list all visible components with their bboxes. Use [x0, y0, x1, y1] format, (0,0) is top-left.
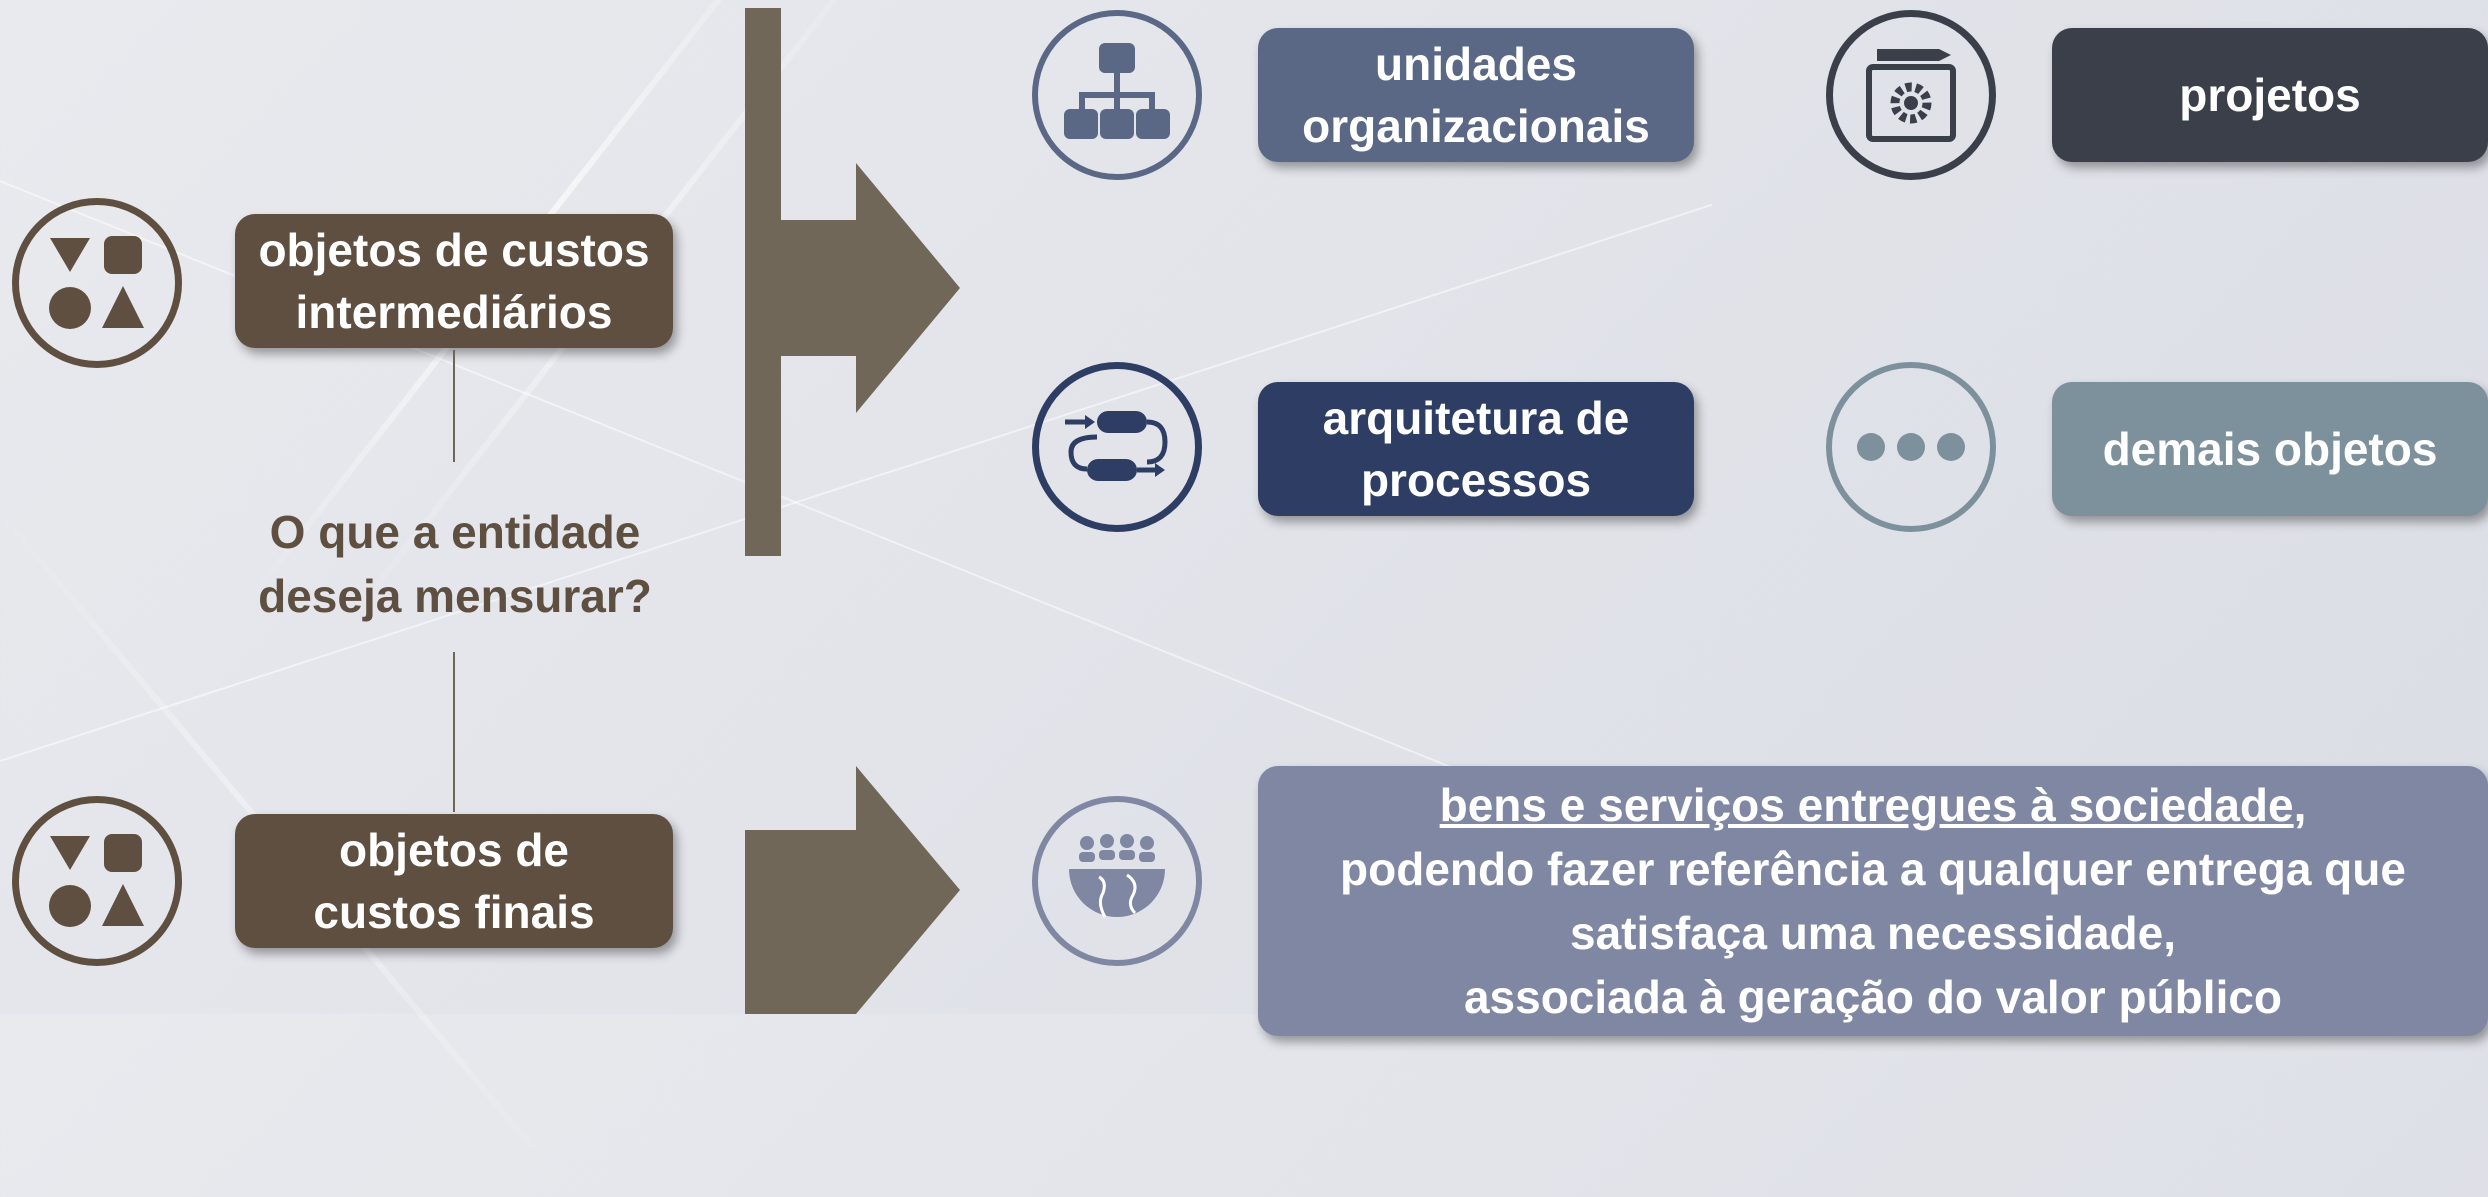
- society-globe-icon: [1032, 796, 1202, 966]
- final-arrow: [745, 766, 960, 1014]
- branch-arrow: [745, 8, 960, 556]
- other-objects-box: demais objetos: [2052, 382, 2488, 516]
- final-deliverables-box: bens e serviços entregues à sociedade, p…: [1258, 766, 2488, 1036]
- org-chart-icon: [1032, 10, 1202, 180]
- final-cost-objects-label: objetos de custos finais: [313, 824, 595, 938]
- final-deliverables-line3: satisfaça uma necessidade,: [1570, 907, 2176, 959]
- final-cost-objects-box: objetos de custos finais: [235, 814, 673, 948]
- projects-box: projetos: [2052, 28, 2488, 162]
- shapes-icon: [12, 198, 182, 368]
- shapes-icon: [12, 796, 182, 966]
- final-deliverables-line1: bens e serviços entregues à sociedade,: [1439, 779, 2307, 831]
- process-architecture-box: arquitetura de processos: [1258, 382, 1694, 516]
- process-flow-icon: [1032, 362, 1202, 532]
- organizational-units-box: unidades organizacionais: [1258, 28, 1694, 162]
- connector-line: [453, 350, 455, 462]
- more-dots-icon: [1826, 362, 1996, 532]
- project-blueprint-icon: [1826, 10, 1996, 180]
- connector-line: [453, 652, 455, 812]
- central-question: O que a entidade deseja mensurar?: [258, 506, 652, 622]
- intermediate-cost-objects-label: objetos de custos intermediários: [258, 224, 650, 338]
- intermediate-cost-objects-box: objetos de custos intermediários: [235, 214, 673, 348]
- final-deliverables-line2: podendo fazer referência a qualquer entr…: [1340, 843, 2406, 895]
- final-deliverables-line4: associada à geração do valor público: [1463, 971, 2283, 1023]
